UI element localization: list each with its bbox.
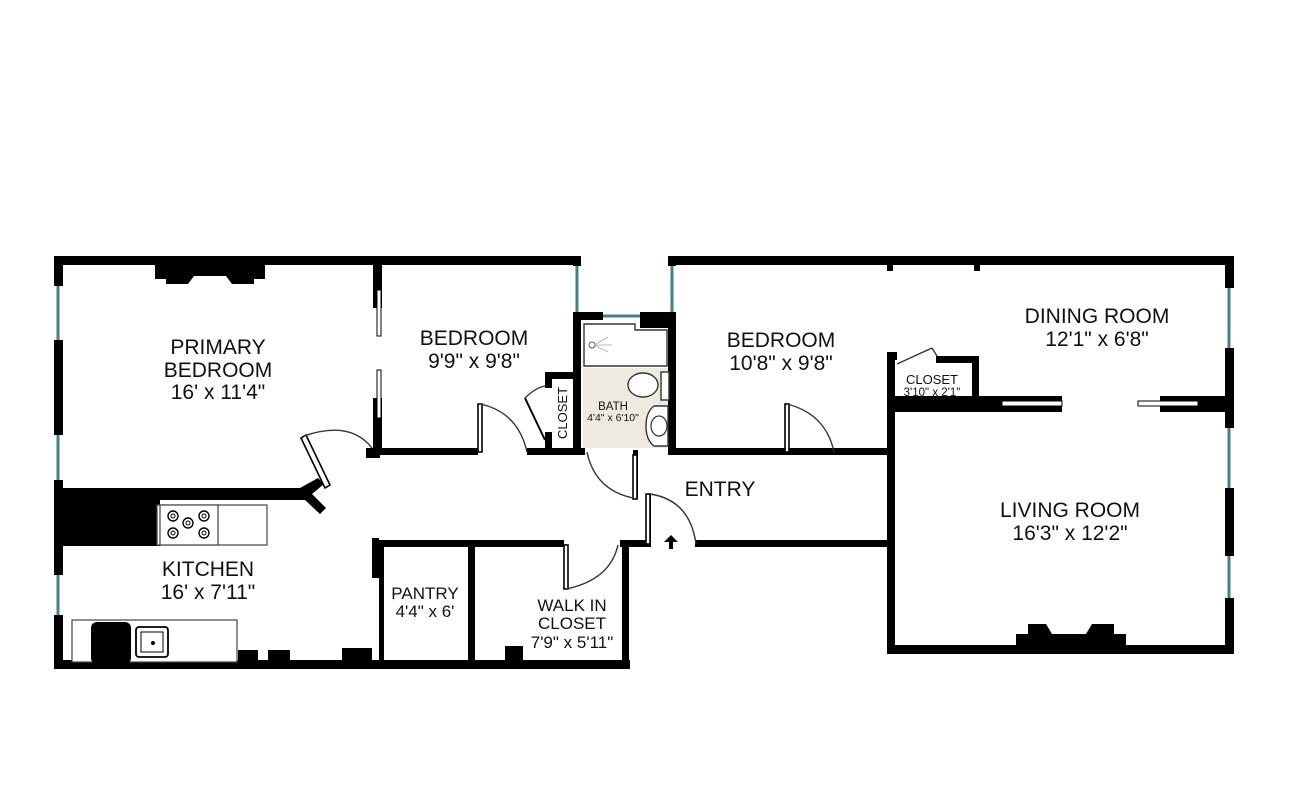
room-name: KITCHEN	[161, 558, 255, 581]
room-name: ENTRY	[684, 478, 756, 501]
room-name: CLOSET	[554, 386, 570, 440]
room-name: PANTRY	[391, 584, 459, 603]
room-dimensions: 12'1" x 6'8"	[1045, 327, 1149, 351]
room-dimensions: 7'9" x 5'11"	[530, 632, 614, 652]
room-pantry: PANTRY 4'4" x 6'	[391, 584, 459, 622]
room-dimensions: 10'8" x 9'8"	[729, 351, 833, 375]
room-name: LIVING ROOM	[999, 499, 1141, 522]
room-dimensions: 4'4" x 6'	[395, 602, 455, 622]
room-bath: BATH 4'4" x 6'10"	[587, 401, 639, 425]
arrow-up-icon	[664, 535, 678, 549]
dishwasher-icon	[91, 622, 131, 664]
room-living-room: LIVING ROOM 16'3" x 12'2"	[999, 499, 1141, 545]
room-bedroom-closet: CLOSET	[554, 386, 570, 440]
room-bedroom-2: BEDROOM 10'8" x 9'8"	[726, 329, 836, 375]
room-hall-closet: CLOSET 3'10" x 2'1"	[903, 372, 961, 400]
shower-icon	[583, 323, 668, 367]
room-name: WALK IN	[537, 596, 607, 615]
room-bedroom-1: BEDROOM 9'9" x 9'8"	[419, 327, 529, 373]
room-name: CLOSET	[537, 614, 607, 634]
fireplace-icon	[1016, 624, 1126, 648]
room-dining-room: DINING ROOM 12'1" x 6'8"	[1024, 305, 1170, 351]
room-dimensions: 4'4" x 6'10"	[587, 412, 639, 425]
room-name: BEDROOM	[419, 327, 529, 350]
room-name: CLOSET	[905, 372, 958, 387]
room-dimensions: 16' x 11'4"	[170, 381, 266, 405]
fireplace-icon	[155, 263, 265, 284]
bath-sink-icon	[645, 405, 669, 447]
room-name: BATH	[598, 401, 628, 413]
stove-icon	[159, 504, 219, 546]
room-kitchen: KITCHEN 16' x 7'11"	[160, 558, 256, 604]
room-name: BEDROOM	[163, 358, 273, 382]
room-primary-bedroom: PRIMARY BEDROOM 16' x 11'4"	[163, 336, 273, 405]
room-walk-in-closet: WALK IN CLOSET 7'9" x 5'11"	[530, 596, 614, 652]
room-dimensions: 3'10" x 2'1"	[903, 387, 961, 400]
room-dimensions: 9'9" x 9'8"	[428, 349, 520, 373]
room-name: PRIMARY	[170, 336, 266, 359]
toilet-icon	[627, 371, 670, 401]
room-name: BEDROOM	[726, 329, 836, 352]
room-dimensions: 16' x 7'11"	[160, 580, 256, 604]
room-dimensions: 16'3" x 12'2"	[1012, 521, 1128, 545]
room-name: DINING ROOM	[1024, 305, 1170, 328]
sink-icon	[135, 626, 169, 658]
room-entry: ENTRY	[684, 478, 756, 502]
